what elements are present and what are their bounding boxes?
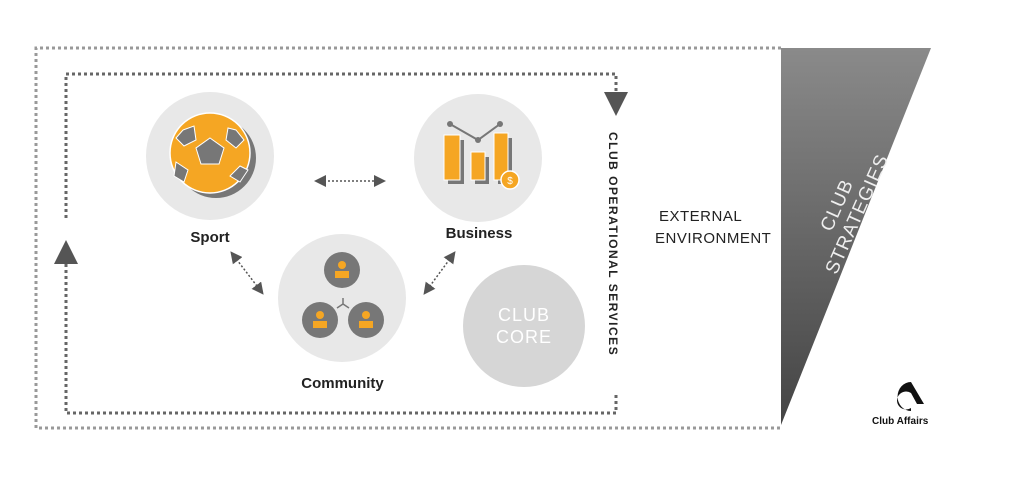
arrow-business-community: [423, 251, 456, 295]
club-affairs-logo-icon: [897, 382, 924, 411]
business-chart-icon: $: [443, 121, 520, 190]
soccer-ball-icon: [169, 112, 256, 198]
arrow-sport-community: [230, 251, 264, 295]
external-environment-label: EXTERNAL ENVIRONMENT: [655, 206, 771, 250]
svg-text:$: $: [507, 176, 513, 187]
strategies-triangle: [781, 48, 931, 425]
operational-services-label: CLUB OPERATIONAL SERVICES: [606, 132, 620, 357]
brand-name: Club Affairs: [872, 416, 929, 427]
outer-boundary: [34, 46, 781, 430]
external-line1: EXTERNAL: [659, 208, 743, 225]
inner-loop-top: [64, 72, 628, 218]
community-people-icon: [302, 252, 384, 338]
community-label: Community: [301, 375, 384, 392]
sport-label: Sport: [190, 229, 230, 246]
core-line2: CORE: [495, 327, 552, 347]
core-line1: CLUB: [497, 305, 550, 325]
inner-loop-bottom: [54, 240, 618, 415]
external-line2: ENVIRONMENT: [655, 230, 772, 247]
business-label: Business: [445, 225, 513, 242]
